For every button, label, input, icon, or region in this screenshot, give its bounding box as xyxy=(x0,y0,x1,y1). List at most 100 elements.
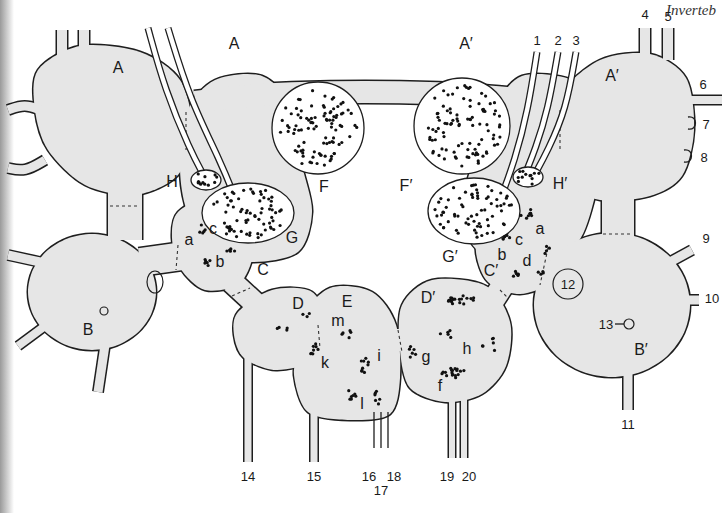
stipple-dot xyxy=(492,341,495,344)
stipple-dot xyxy=(436,112,439,115)
stipple-dot xyxy=(203,262,206,265)
stipple-dot xyxy=(262,196,265,199)
callout-number: 4 xyxy=(641,8,648,21)
stipple-dot xyxy=(240,208,243,211)
stipple-dot xyxy=(235,235,238,238)
stipple-dot xyxy=(310,117,313,120)
nerve xyxy=(311,400,318,462)
stipple-dot xyxy=(442,131,445,134)
stipple-dot xyxy=(295,107,298,110)
callout-number: 5 xyxy=(664,10,671,23)
stipple-dot xyxy=(521,170,524,173)
nerve xyxy=(390,329,410,351)
nerve xyxy=(670,250,692,262)
stipple-dot xyxy=(324,155,327,158)
stipple-dot xyxy=(225,232,228,235)
part-letter: C xyxy=(257,262,269,278)
stipple-dot xyxy=(533,172,536,175)
nerve-outline xyxy=(243,355,253,462)
stipple-dot xyxy=(442,105,445,108)
nerve xyxy=(449,392,455,458)
stipple-dot xyxy=(461,205,464,208)
callout-number: 1 xyxy=(533,34,540,47)
stipple-dot xyxy=(499,204,502,207)
stipple-dot xyxy=(308,312,311,315)
stipple-dot xyxy=(450,300,453,303)
stipple-dot xyxy=(436,112,439,115)
stipple-dot xyxy=(213,181,216,184)
stipple-dot xyxy=(274,211,277,214)
stipple-dot xyxy=(256,232,259,235)
stipple-dot xyxy=(451,374,454,377)
stipple-dot xyxy=(462,302,465,305)
stipple-dot xyxy=(487,224,490,227)
stipple-dot xyxy=(411,352,414,355)
stipple-dot xyxy=(508,236,511,239)
stipple-dot xyxy=(299,98,302,101)
part-letter: a xyxy=(536,221,545,237)
stipple-dot xyxy=(318,152,321,155)
stipple-dot xyxy=(360,370,363,373)
stipple-dot xyxy=(455,229,458,232)
stipple-dot xyxy=(339,124,342,127)
stipple-dot xyxy=(455,113,458,116)
stipple-dot xyxy=(284,106,287,109)
stipple-dot xyxy=(378,398,381,401)
nerve xyxy=(682,96,722,104)
stipple-dot xyxy=(259,211,262,214)
part-letter: k xyxy=(321,355,329,371)
stipple-dot xyxy=(467,223,470,226)
nerve-outline xyxy=(8,160,45,170)
stipple-dot xyxy=(521,176,524,179)
stipple-dot xyxy=(484,94,487,97)
stipple-dot xyxy=(475,188,478,191)
nerve-stub xyxy=(688,117,696,129)
stipple-dot xyxy=(476,191,479,194)
stipple-dot xyxy=(310,104,313,107)
stipple-dot xyxy=(212,203,215,206)
stipple-dot xyxy=(233,230,236,233)
nerve-outline xyxy=(302,324,318,347)
stipple-dot xyxy=(486,185,489,188)
stipple-dot xyxy=(498,125,501,128)
nerve-outline xyxy=(309,400,319,462)
stipple-dot xyxy=(300,109,303,112)
stipple-dot xyxy=(340,112,343,115)
stipple-dot xyxy=(449,123,452,126)
stipple-dot xyxy=(445,148,448,151)
stipple-dot xyxy=(447,220,450,223)
stipple-dot xyxy=(257,218,260,221)
ganglion-fill xyxy=(8,28,722,462)
stipple-dot xyxy=(325,118,328,121)
stipple-dot xyxy=(545,249,548,252)
stipple-dot xyxy=(458,298,461,301)
stipple-dot xyxy=(314,342,317,345)
lobe xyxy=(28,234,156,350)
stipple-dot xyxy=(313,150,316,153)
stipple-dot xyxy=(490,189,493,192)
nerve-outline xyxy=(682,95,722,106)
stipple-dot xyxy=(331,119,334,122)
stipple-dot xyxy=(529,208,532,211)
tract-outline xyxy=(168,28,236,200)
stipple-dot xyxy=(252,192,255,195)
glomerulus xyxy=(191,170,221,190)
stipple-dot xyxy=(499,191,502,194)
stipple-dot xyxy=(480,209,483,212)
stipple-dot xyxy=(315,125,318,128)
stipple-dot xyxy=(300,162,303,165)
stipple-dot xyxy=(442,135,445,138)
stipple-dot xyxy=(348,398,351,401)
stipple-dot xyxy=(492,134,495,137)
nerve-outline xyxy=(56,30,69,60)
stipple-dot xyxy=(360,359,363,362)
stipple-dot xyxy=(225,249,228,252)
callout-number: 12 xyxy=(561,278,575,291)
stipple-dot xyxy=(512,275,515,278)
stipple-dot xyxy=(314,345,317,348)
stipple-dot xyxy=(253,214,256,217)
stipple-dot xyxy=(470,184,473,187)
part-letter: b xyxy=(498,247,507,263)
nerve-outline xyxy=(78,30,91,52)
stipple-dot xyxy=(347,336,350,339)
